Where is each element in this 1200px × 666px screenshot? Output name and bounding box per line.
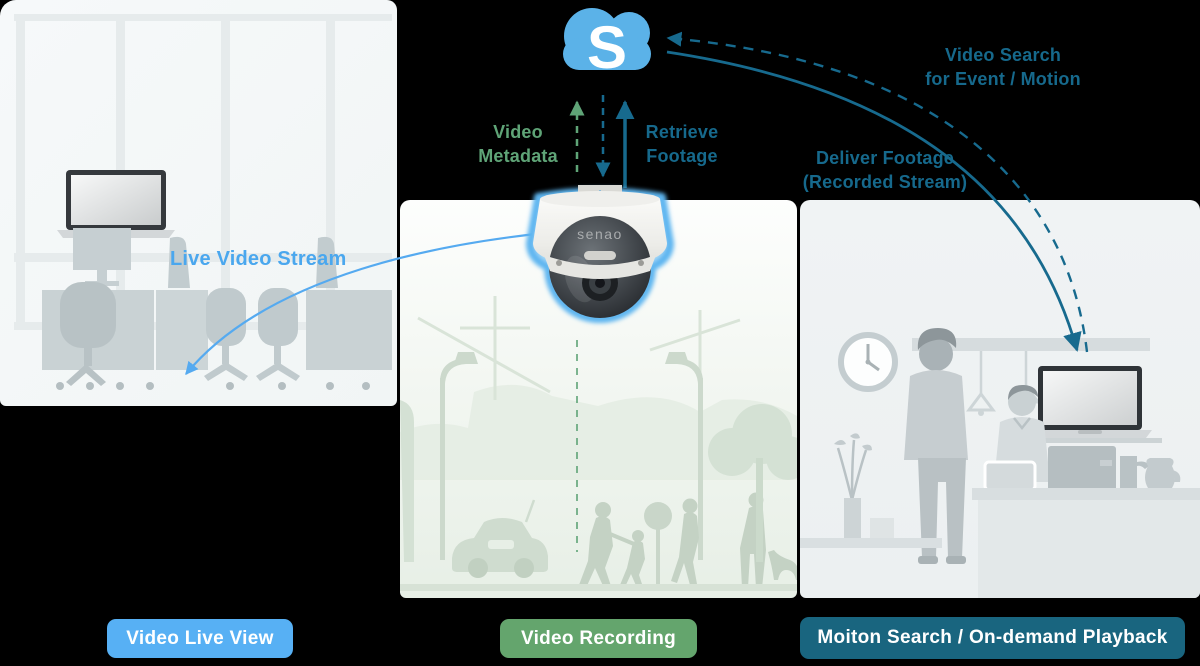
trees bbox=[400, 400, 797, 562]
street-scene-illustration bbox=[400, 296, 797, 591]
laptop-right bbox=[1020, 366, 1162, 443]
traffic-sign bbox=[644, 502, 672, 586]
label-video-metadata: Video Metadata bbox=[478, 122, 558, 166]
clock-icon bbox=[838, 332, 898, 392]
pedestrians bbox=[579, 492, 797, 588]
laptop-left bbox=[57, 170, 175, 238]
label-retrieve-footage: Retrieve Footage bbox=[645, 122, 719, 166]
video-recording-button[interactable]: Video Recording bbox=[500, 619, 697, 658]
video-live-view-button[interactable]: Video Live View bbox=[107, 619, 293, 658]
office-scene-illustration bbox=[14, 14, 392, 390]
car-silhouette bbox=[452, 499, 548, 578]
cloud-letter: S bbox=[586, 14, 628, 81]
camera-brand-text: senao bbox=[577, 226, 623, 242]
panel-playback bbox=[800, 200, 1200, 598]
customer bbox=[904, 328, 968, 564]
counter bbox=[972, 446, 1200, 598]
cafe-scene-illustration bbox=[800, 328, 1200, 598]
motion-search-playback-button[interactable]: Moiton Search / On-demand Playback bbox=[800, 617, 1185, 659]
label-deliver-footage: Deliver Footage (Recorded Stream) bbox=[802, 148, 968, 192]
dome-camera: senao bbox=[514, 183, 686, 335]
panel-live-view bbox=[0, 0, 397, 406]
label-video-search: Video Search for Event / Motion bbox=[925, 45, 1081, 89]
cloud-icon: S bbox=[548, 2, 666, 90]
ground-line bbox=[400, 584, 797, 591]
dome-camera-illustration: senao bbox=[526, 185, 674, 323]
street-lamp-right bbox=[665, 352, 703, 560]
label-live-video-stream: Live Video Stream bbox=[170, 248, 347, 270]
cloud-shape bbox=[563, 8, 651, 70]
flower-vase bbox=[800, 433, 942, 548]
